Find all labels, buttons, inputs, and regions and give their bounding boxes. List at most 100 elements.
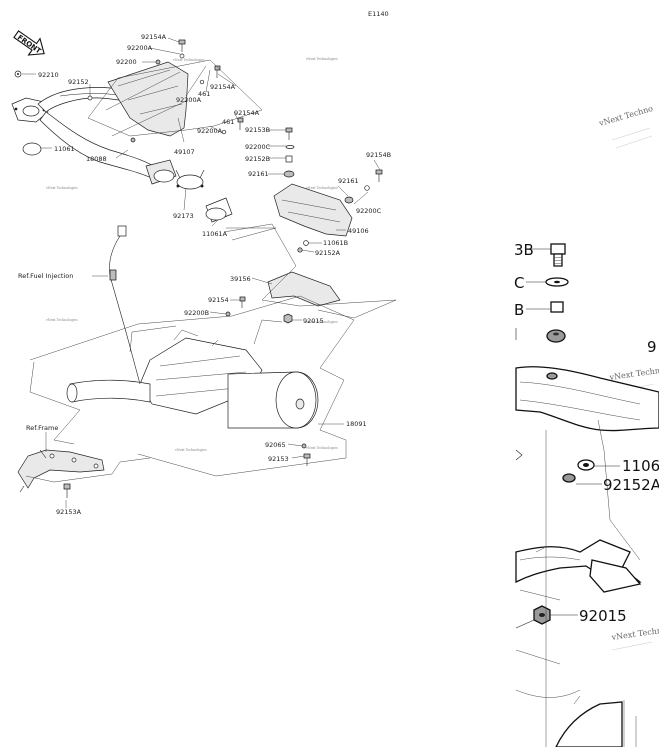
washer-92200c — [364, 185, 370, 191]
callout-92200: 92200 — [116, 58, 137, 66]
callout-92200c: 92200C — [356, 207, 382, 215]
watermark: vNext Technologies — [305, 57, 338, 61]
heat-cover-49106 — [273, 183, 353, 237]
callout-92200c: 92200C — [245, 143, 271, 151]
callout-92152a: 92152A — [315, 249, 341, 257]
callout-92200a: 92200A — [176, 96, 202, 104]
watermark: vNext Technologies — [305, 446, 338, 450]
ref-fuel-injection: Ref.Fuel Injection — [18, 272, 73, 280]
zoom-damper — [546, 329, 566, 343]
callout-461: 461 — [198, 90, 210, 98]
callout-92154a: 92154A — [141, 33, 167, 41]
callout-11061b: 11061B — [323, 239, 348, 247]
watermark: vNext Technologies — [172, 58, 205, 62]
callout-461: 461 — [222, 118, 234, 126]
assembly-outline — [25, 59, 397, 483]
bolt-92154a — [178, 39, 186, 52]
callout-49106: 49106 — [348, 227, 369, 235]
front-arrow-icon: FRONT — [13, 30, 45, 56]
nut-92015 — [283, 313, 293, 324]
zoom-watermark: vNext Techno — [608, 365, 659, 382]
bolt-92154a-right2 — [237, 117, 244, 130]
zoom-detail: vNext Techno vNext Techno vNext Techno 3… — [514, 104, 659, 747]
damper-92161 — [344, 196, 354, 204]
callout-92153: 92153 — [268, 455, 289, 463]
callout-92154a: 92154A — [234, 109, 260, 117]
washer-92200a — [179, 53, 185, 59]
damper-92161 — [283, 170, 295, 178]
callout-11061a: 11061A — [202, 230, 228, 238]
callout-18088: 18088 — [86, 155, 107, 163]
zoom-callout-b: B — [514, 301, 524, 319]
watermark: vNext Technologies — [305, 186, 338, 190]
clamp-92173 — [175, 169, 205, 190]
zoom-callout-c: C — [514, 274, 524, 292]
callout-92154: 92154 — [208, 296, 229, 304]
callout-18091: 18091 — [346, 420, 367, 428]
zoom-callout-3b: 3B — [514, 241, 534, 259]
watermark: vNext Technologies — [305, 320, 338, 324]
washer-11061b — [303, 240, 309, 246]
callout-92152b: 92152B — [245, 155, 270, 163]
callout-92154a: 92154A — [210, 83, 236, 91]
callout-92173: 92173 — [173, 212, 194, 220]
washer-92200b — [225, 311, 231, 317]
zoom-heat-cover — [515, 366, 659, 432]
zoom-collar-b — [550, 301, 564, 313]
callout-92065: 92065 — [265, 441, 286, 449]
zoom-watermark: vNext Techno — [610, 625, 659, 642]
callout-92152: 92152 — [68, 78, 89, 86]
muffler-18091 — [66, 329, 319, 429]
bolt-92154a-right — [214, 65, 221, 78]
watermark: vNext Technologies — [174, 448, 207, 452]
callout-92153b: 92153B — [245, 126, 270, 134]
callout-92153a: 92153A — [56, 508, 82, 516]
bolt-92153a — [63, 483, 71, 498]
collar-461 — [199, 79, 205, 85]
watermarks: vNext Technologies vNext Technologies vN… — [45, 57, 338, 452]
callout-49107: 49107 — [174, 148, 195, 156]
o2-sensor — [109, 225, 141, 385]
callout-labels: 92154A 92200A 92200 92210 92152 92200A 4… — [18, 33, 391, 516]
callout-92200a: 92200A — [197, 127, 223, 135]
zoom-callout-92015: 92015 — [579, 607, 627, 625]
washer-92200 — [155, 59, 161, 65]
washer-92065 — [301, 443, 307, 449]
watermark: vNext Technologies — [45, 318, 78, 322]
bolt-92153b — [285, 127, 293, 140]
callout-92015: 92015 — [303, 317, 324, 325]
collar-92152b — [285, 155, 293, 163]
zoom-watermark: vNext Techno — [597, 104, 654, 128]
collar-92152a — [297, 247, 303, 253]
callout-92154b: 92154B — [366, 151, 391, 159]
callout-92161: 92161 — [248, 170, 269, 178]
zoom-muffler-end — [555, 701, 623, 747]
zoom-collar-92152a — [562, 473, 576, 483]
bolt-92154b — [375, 169, 383, 182]
leader-lines — [22, 37, 381, 508]
zoom-bolt-head — [550, 243, 566, 255]
callout-92200b: 92200B — [184, 309, 209, 317]
callout-11061: 11061 — [54, 145, 75, 153]
callout-92200a: 92200A — [127, 44, 153, 52]
bolt-92154 — [239, 296, 246, 308]
diagram-code: E1140 — [368, 10, 389, 18]
callout-92210: 92210 — [38, 71, 59, 79]
bolt-92153 — [303, 453, 311, 466]
gasket-11061 — [22, 142, 42, 156]
plate-39156 — [267, 271, 341, 307]
gasket-11061a — [205, 197, 233, 223]
ref-frame: Ref.Frame — [26, 424, 58, 432]
heat-shield-49107 — [107, 61, 189, 137]
frame-bracket — [17, 449, 105, 493]
callout-39156: 39156 — [230, 275, 251, 283]
washer-92200a — [130, 137, 136, 143]
zoom-callout-11061: 11061 — [622, 457, 659, 475]
callout-92161: 92161 — [338, 177, 359, 185]
watermark: vNext Technologies — [45, 186, 78, 190]
zoom-callout-9: 9 — [647, 338, 657, 356]
zoom-callout-92152a: 92152A — [603, 476, 659, 494]
washer-92152 — [87, 95, 93, 101]
washer-92200c — [285, 145, 295, 149]
